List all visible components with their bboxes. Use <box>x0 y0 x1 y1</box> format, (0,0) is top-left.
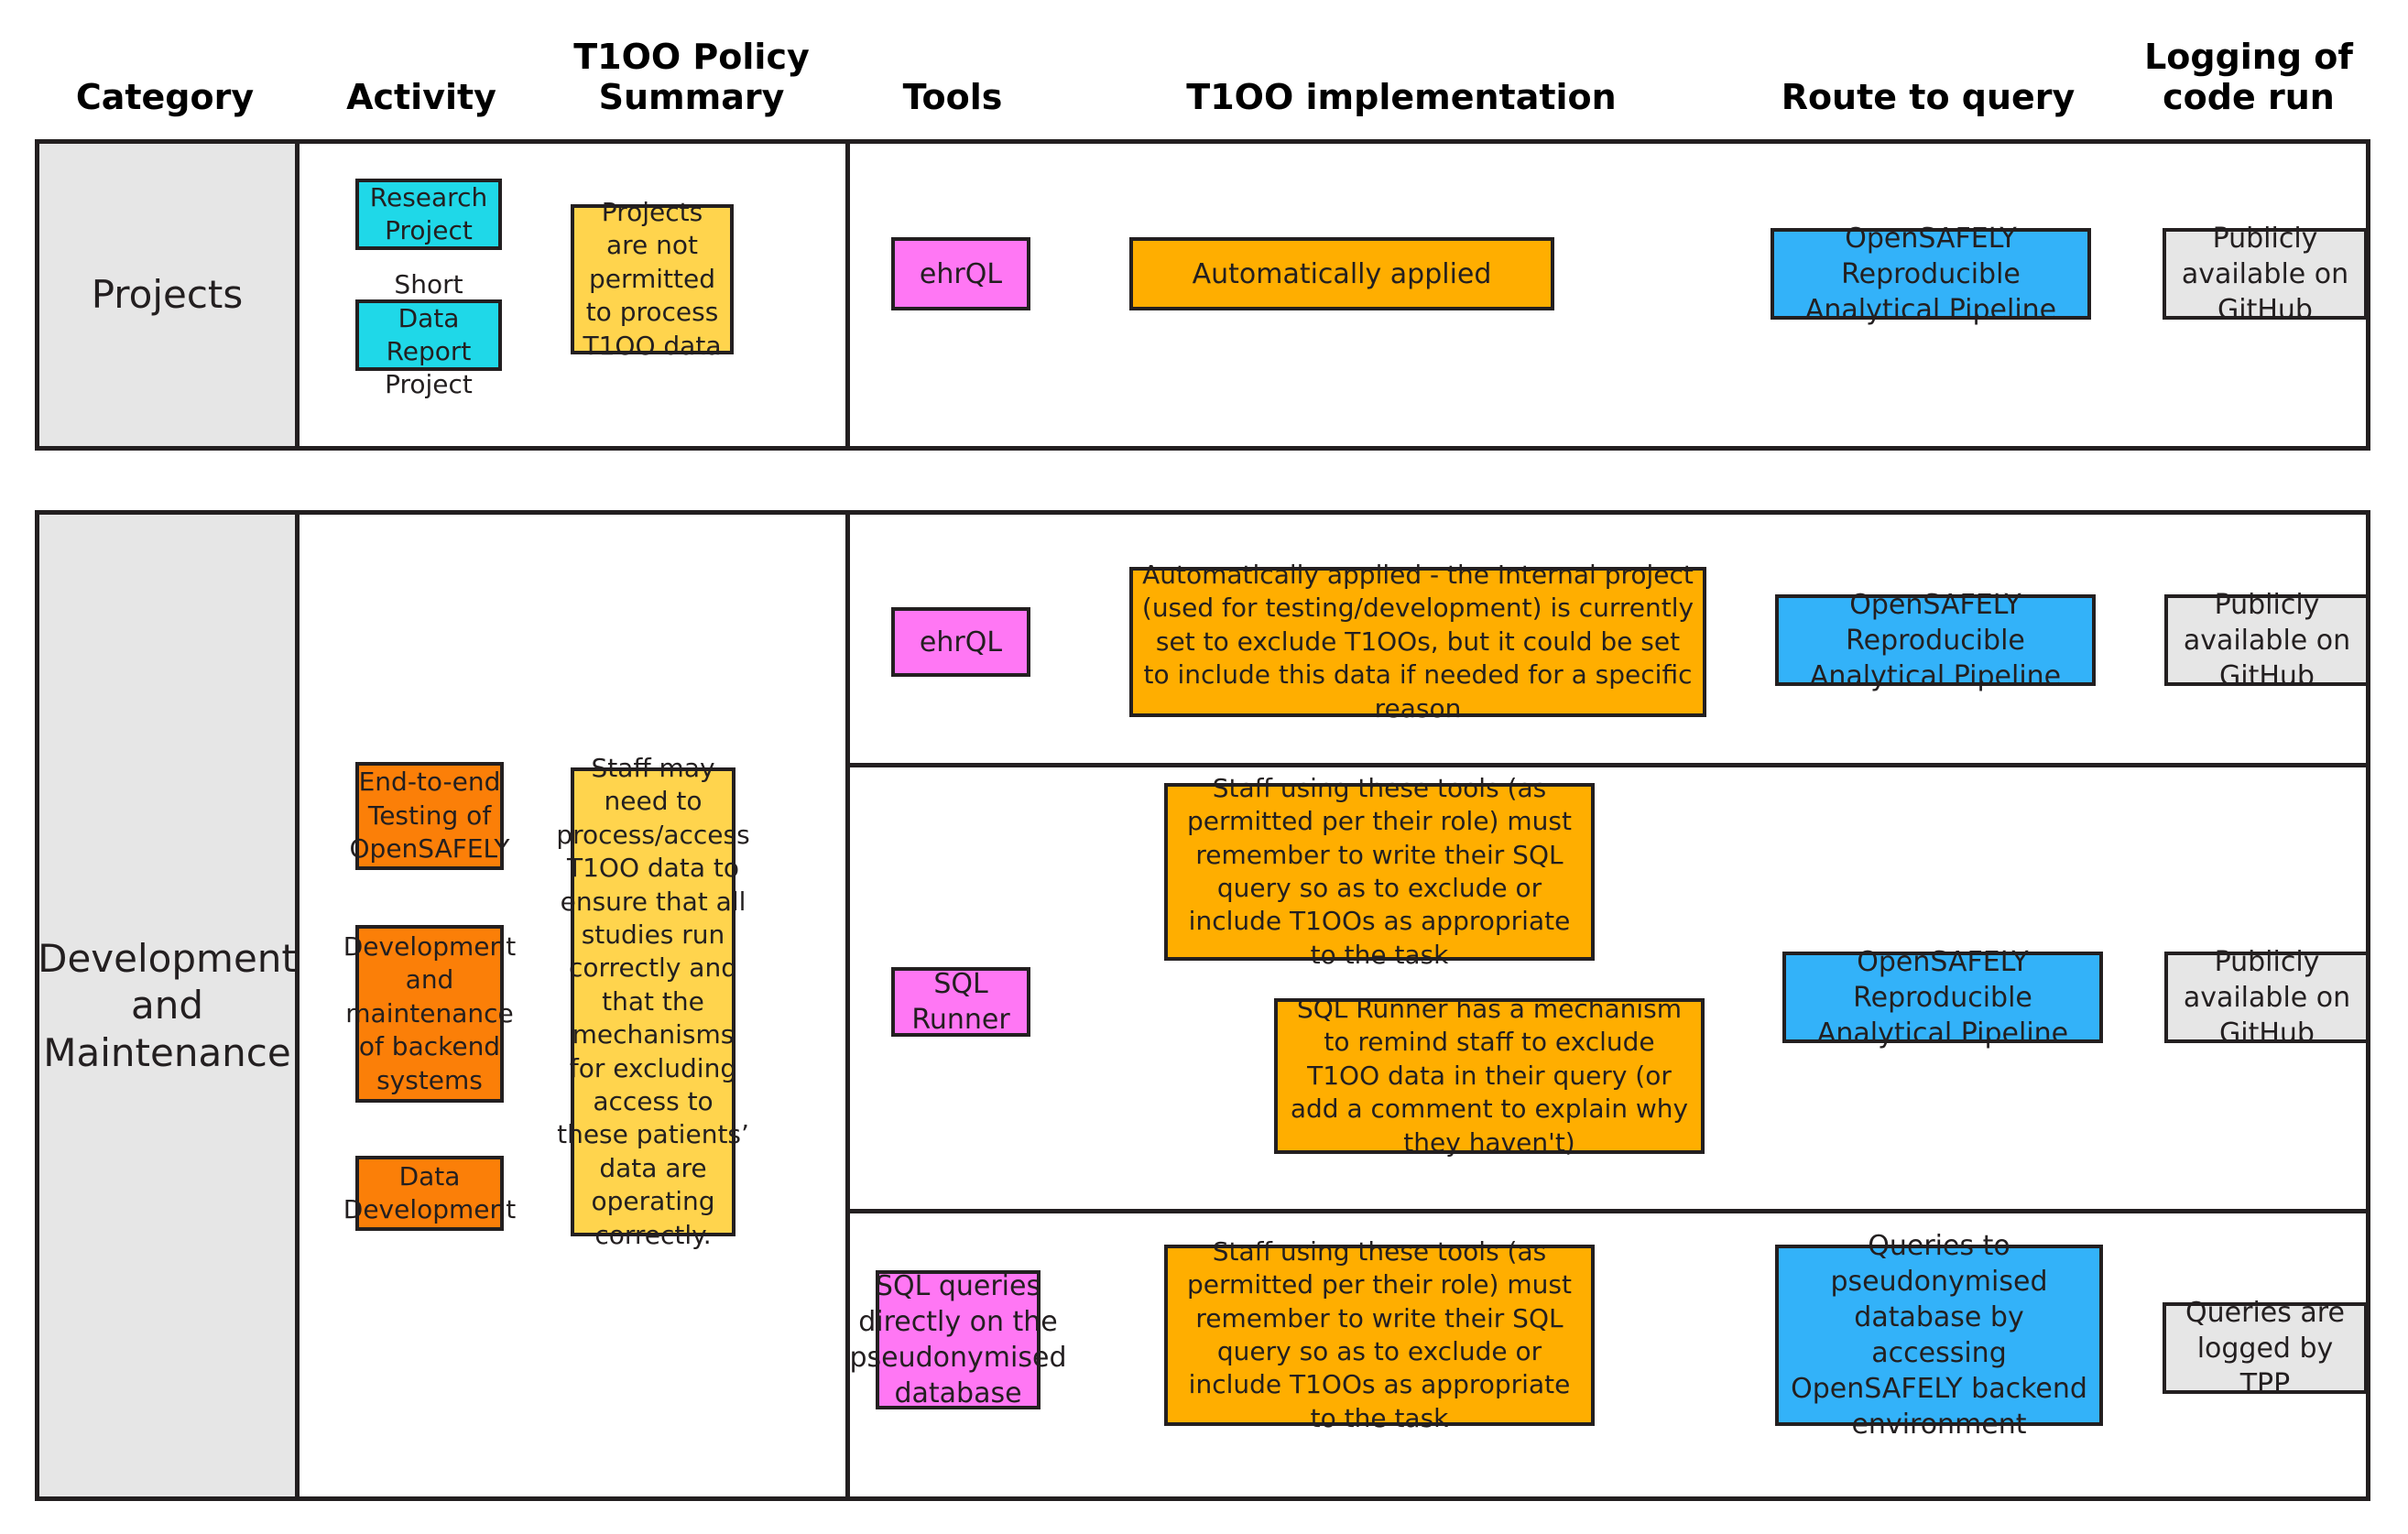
logging-box[interactable]: Publicly available on GitHub <box>2164 589 2370 692</box>
logging-text: Publicly available on GitHub <box>2183 945 2351 1050</box>
column-header-activity: Activity <box>302 77 540 117</box>
column-header-category: Category <box>35 77 295 117</box>
column-headers: Category Activity T1OO Policy Summary To… <box>0 0 2408 137</box>
table-row-development-and-maintenance: Development and Maintenance End-to-end T… <box>35 510 2370 1501</box>
header-line: T1OO Policy <box>573 36 810 77</box>
tool-box[interactable]: ehrQL <box>891 607 1030 677</box>
implementation-box[interactable]: Automatically applied - the Internal pro… <box>1129 560 1706 723</box>
logging-text: Publicly available on GitHub <box>2181 222 2349 326</box>
policy-summary-box[interactable]: Staff may need to process/access T1OO da… <box>556 753 749 1249</box>
implementation-box[interactable]: Staff using these tools (as permitted pe… <box>1164 1236 1595 1433</box>
logging-text: Publicly available on GitHub <box>2183 588 2351 692</box>
logging-box[interactable]: Queries are logged by TPP <box>2163 1297 2368 1400</box>
policy-summary-text: Staff may need to process/access T1OO da… <box>556 753 750 1250</box>
route-to-query-box[interactable]: OpenSAFELY Reproducible Analytical Pipel… <box>1782 946 2103 1050</box>
route-to-query-text: Queries to pseudonymised database by acc… <box>1791 1230 2087 1441</box>
category-label: Development and Maintenance <box>38 936 297 1075</box>
category-cell-development-and-maintenance: Development and Maintenance <box>38 515 300 1496</box>
column-header-tools: Tools <box>852 77 1053 117</box>
subrow-divider <box>845 1209 2370 1213</box>
implementation-box[interactable]: Automatically applied <box>1129 237 1554 310</box>
activity-label: Short Data Report Project <box>385 269 473 400</box>
activity-box[interactable]: Data Development <box>343 1156 516 1231</box>
table-row-projects: Projects Research Project Short Data Rep… <box>35 139 2370 451</box>
column-divider <box>845 144 850 446</box>
column-header-policy-summary: T1OO Policy Summary <box>540 37 843 117</box>
activity-box[interactable]: Research Project <box>355 179 502 250</box>
route-to-query-text: OpenSAFELY Reproducible Analytical Pipel… <box>1816 945 2069 1050</box>
header-line: code run <box>2163 76 2335 117</box>
column-header-route-to-query: Route to query <box>1740 77 2116 117</box>
policy-summary-box[interactable]: Projects are not permitted to process T1… <box>571 197 734 361</box>
header-line: T1OO implementation <box>1186 76 1617 117</box>
activity-box[interactable]: Development and maintenance of backend s… <box>343 925 516 1103</box>
implementation-text: SQL Runner has a mechanism to remind sta… <box>1290 994 1689 1158</box>
route-to-query-box[interactable]: Queries to pseudonymised database by acc… <box>1775 1230 2103 1441</box>
tool-label: SQL Runner <box>911 968 1010 1036</box>
tool-box[interactable]: SQL queries directly on the pseudonymise… <box>850 1270 1067 1409</box>
logging-text: Queries are logged by TPP <box>2185 1296 2345 1400</box>
activity-label: Research Project <box>369 181 488 245</box>
route-to-query-box[interactable]: OpenSAFELY Reproducible Analytical Pipel… <box>1775 589 2096 692</box>
column-header-logging: Logging of code run <box>2125 37 2372 117</box>
policy-summary-text: Projects are not permitted to process T1… <box>583 197 722 361</box>
header-line: Logging of <box>2144 36 2353 77</box>
implementation-text: Staff using these tools (as permitted pe… <box>1187 772 1572 970</box>
header-line: Summary <box>598 76 785 117</box>
activity-label: Data Development <box>343 1160 517 1224</box>
logging-box[interactable]: Publicly available on GitHub <box>2164 946 2370 1050</box>
implementation-text: Staff using these tools (as permitted pe… <box>1187 1235 1572 1433</box>
header-line: Category <box>75 76 255 117</box>
tool-label: SQL queries directly on the pseudonymise… <box>849 1270 1067 1409</box>
activity-box[interactable]: Short Data Report Project <box>355 269 502 399</box>
activity-label: Development and maintenance of backend s… <box>343 931 517 1095</box>
implementation-text: Automatically applied <box>1192 257 1492 290</box>
route-to-query-text: OpenSAFELY Reproducible Analytical Pipel… <box>1809 588 2062 692</box>
tool-label: ehrQL <box>919 626 1003 658</box>
activity-label: End-to-end Testing of OpenSAFELY <box>349 767 510 865</box>
route-to-query-text: OpenSAFELY Reproducible Analytical Pipel… <box>1804 222 2057 326</box>
route-to-query-box[interactable]: OpenSAFELY Reproducible Analytical Pipel… <box>1771 223 2091 326</box>
tool-box[interactable]: ehrQL <box>891 237 1030 310</box>
logging-box[interactable]: Publicly available on GitHub <box>2163 223 2368 326</box>
subrow-divider <box>845 763 2370 767</box>
column-divider <box>845 515 850 1496</box>
implementation-box[interactable]: SQL Runner has a mechanism to remind sta… <box>1274 994 1705 1158</box>
implementation-box[interactable]: Staff using these tools (as permitted pe… <box>1164 773 1595 970</box>
tool-label: ehrQL <box>919 257 1003 290</box>
implementation-text: Automatically applied - the Internal pro… <box>1141 560 1694 723</box>
category-label: Projects <box>91 272 244 318</box>
header-line: Route to query <box>1781 76 2076 117</box>
header-line: Tools <box>902 76 1003 117</box>
activity-box[interactable]: End-to-end Testing of OpenSAFELY <box>350 762 510 870</box>
column-header-implementation: T1OO implementation <box>1072 77 1731 117</box>
tool-box[interactable]: SQL Runner <box>891 967 1030 1037</box>
category-cell-projects: Projects <box>39 144 300 446</box>
header-line: Activity <box>346 76 496 117</box>
